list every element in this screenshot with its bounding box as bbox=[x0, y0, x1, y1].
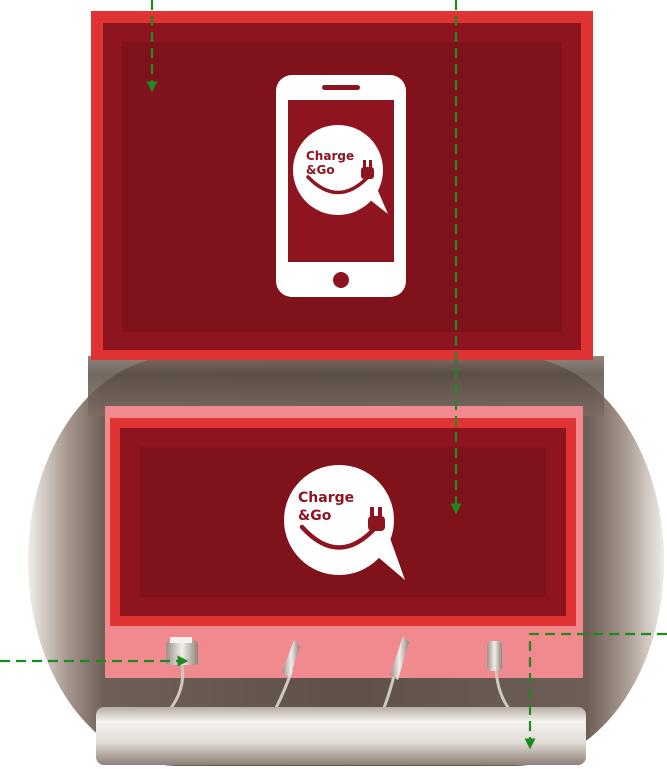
logo-text-line1: Charge bbox=[298, 490, 354, 506]
front-cable-bar bbox=[96, 707, 586, 765]
logo-text-line1: Charge bbox=[306, 149, 354, 163]
logo-text-line2: &Go bbox=[306, 163, 335, 177]
logo-text-line2: &Go bbox=[298, 508, 332, 524]
